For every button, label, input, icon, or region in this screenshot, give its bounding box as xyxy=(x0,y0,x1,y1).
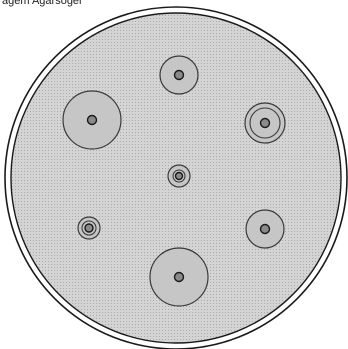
inhibition-zone-upper-left xyxy=(63,91,121,149)
antibiotic-disk-icon xyxy=(175,273,184,282)
inhibition-zone-bottom-center xyxy=(150,248,208,306)
antibiotic-disk-icon xyxy=(261,119,270,128)
inhibition-zone-lower-right xyxy=(246,210,284,248)
inhibition-zone-top-center xyxy=(160,56,198,94)
inhibition-zone-lower-left xyxy=(78,217,100,239)
antibiotic-disk-icon xyxy=(88,116,97,125)
inhibition-zone-upper-right xyxy=(245,103,285,143)
antibiotic-disk-icon xyxy=(175,71,184,80)
inhibition-zone-center xyxy=(168,165,190,187)
antibiotic-disk-icon xyxy=(261,225,270,234)
antibiotic-disk-icon xyxy=(176,173,183,180)
antibiotic-disk-icon xyxy=(85,224,93,232)
